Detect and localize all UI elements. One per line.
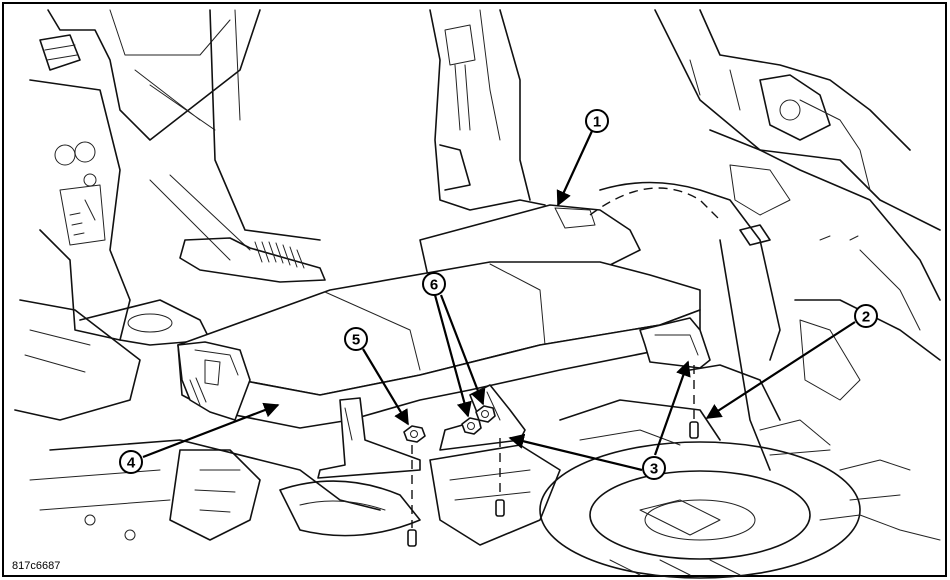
callout-label: 3 bbox=[650, 461, 658, 478]
fasteners bbox=[403, 405, 699, 547]
nut-icon bbox=[475, 405, 496, 423]
figure-reference: 817c6687 bbox=[12, 560, 60, 572]
dashboard-console bbox=[14, 9, 326, 421]
callout-label: 4 bbox=[127, 455, 136, 472]
rear-quarter-panel bbox=[599, 9, 941, 471]
battery-tray bbox=[177, 204, 711, 479]
stud-icon bbox=[495, 499, 505, 517]
callout-1: 1 bbox=[585, 109, 609, 133]
callout-4: 4 bbox=[119, 450, 143, 474]
stud-icon bbox=[407, 529, 417, 547]
callout-3: 3 bbox=[642, 456, 666, 480]
nut-icon bbox=[461, 417, 482, 435]
callout-label: 1 bbox=[593, 114, 601, 131]
callout-5: 5 bbox=[344, 327, 368, 351]
floor-pan bbox=[29, 399, 941, 579]
callout-label: 6 bbox=[430, 277, 438, 294]
nut-icon bbox=[403, 425, 426, 443]
callout-label: 5 bbox=[352, 332, 360, 349]
leader-lines bbox=[142, 130, 856, 472]
callout-2: 2 bbox=[854, 304, 878, 328]
callout-label: 2 bbox=[862, 309, 870, 326]
stud-icon bbox=[689, 421, 699, 439]
alignment-lines bbox=[411, 187, 721, 528]
callout-6: 6 bbox=[422, 272, 446, 296]
b-pillar-seatbelt bbox=[429, 9, 546, 211]
